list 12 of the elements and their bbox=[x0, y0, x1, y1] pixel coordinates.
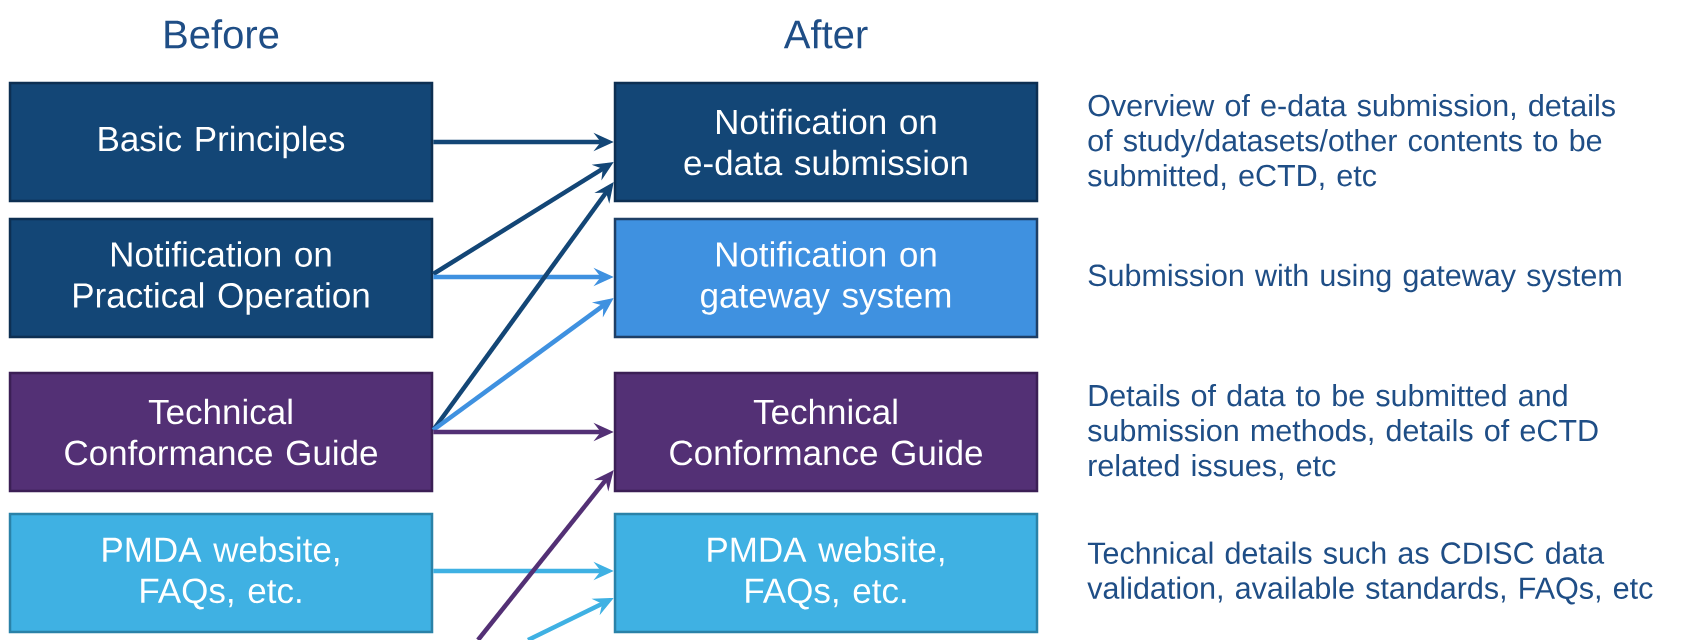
text-box: Notification on e-data submission bbox=[613, 81, 1039, 203]
text-box: Technical Conformance Guide bbox=[613, 371, 1039, 493]
text-box: Notification on Practical Operation bbox=[8, 217, 434, 339]
text-box: Notification on gateway system bbox=[613, 217, 1039, 339]
description: Overview of e-data submission, details of study/datasets/other contents to be submitted, eCTD, etc bbox=[1088, 94, 1615, 190]
description: Submission with using gateway system bbox=[1088, 263, 1621, 293]
text-box: Basic Principles bbox=[8, 81, 434, 203]
description: Details of data to be submitted and submission methods, details of eCTD related issues, etc bbox=[1088, 384, 1598, 480]
description: Technical details such as CDISC data validation, available standards, FAQs, etc bbox=[1087, 541, 1653, 605]
text-box: PMDA website, FAQs, etc. bbox=[8, 512, 434, 634]
text-box: Technical Conformance Guide bbox=[8, 371, 434, 493]
text-box: PMDA website, FAQs, etc. bbox=[613, 512, 1039, 634]
